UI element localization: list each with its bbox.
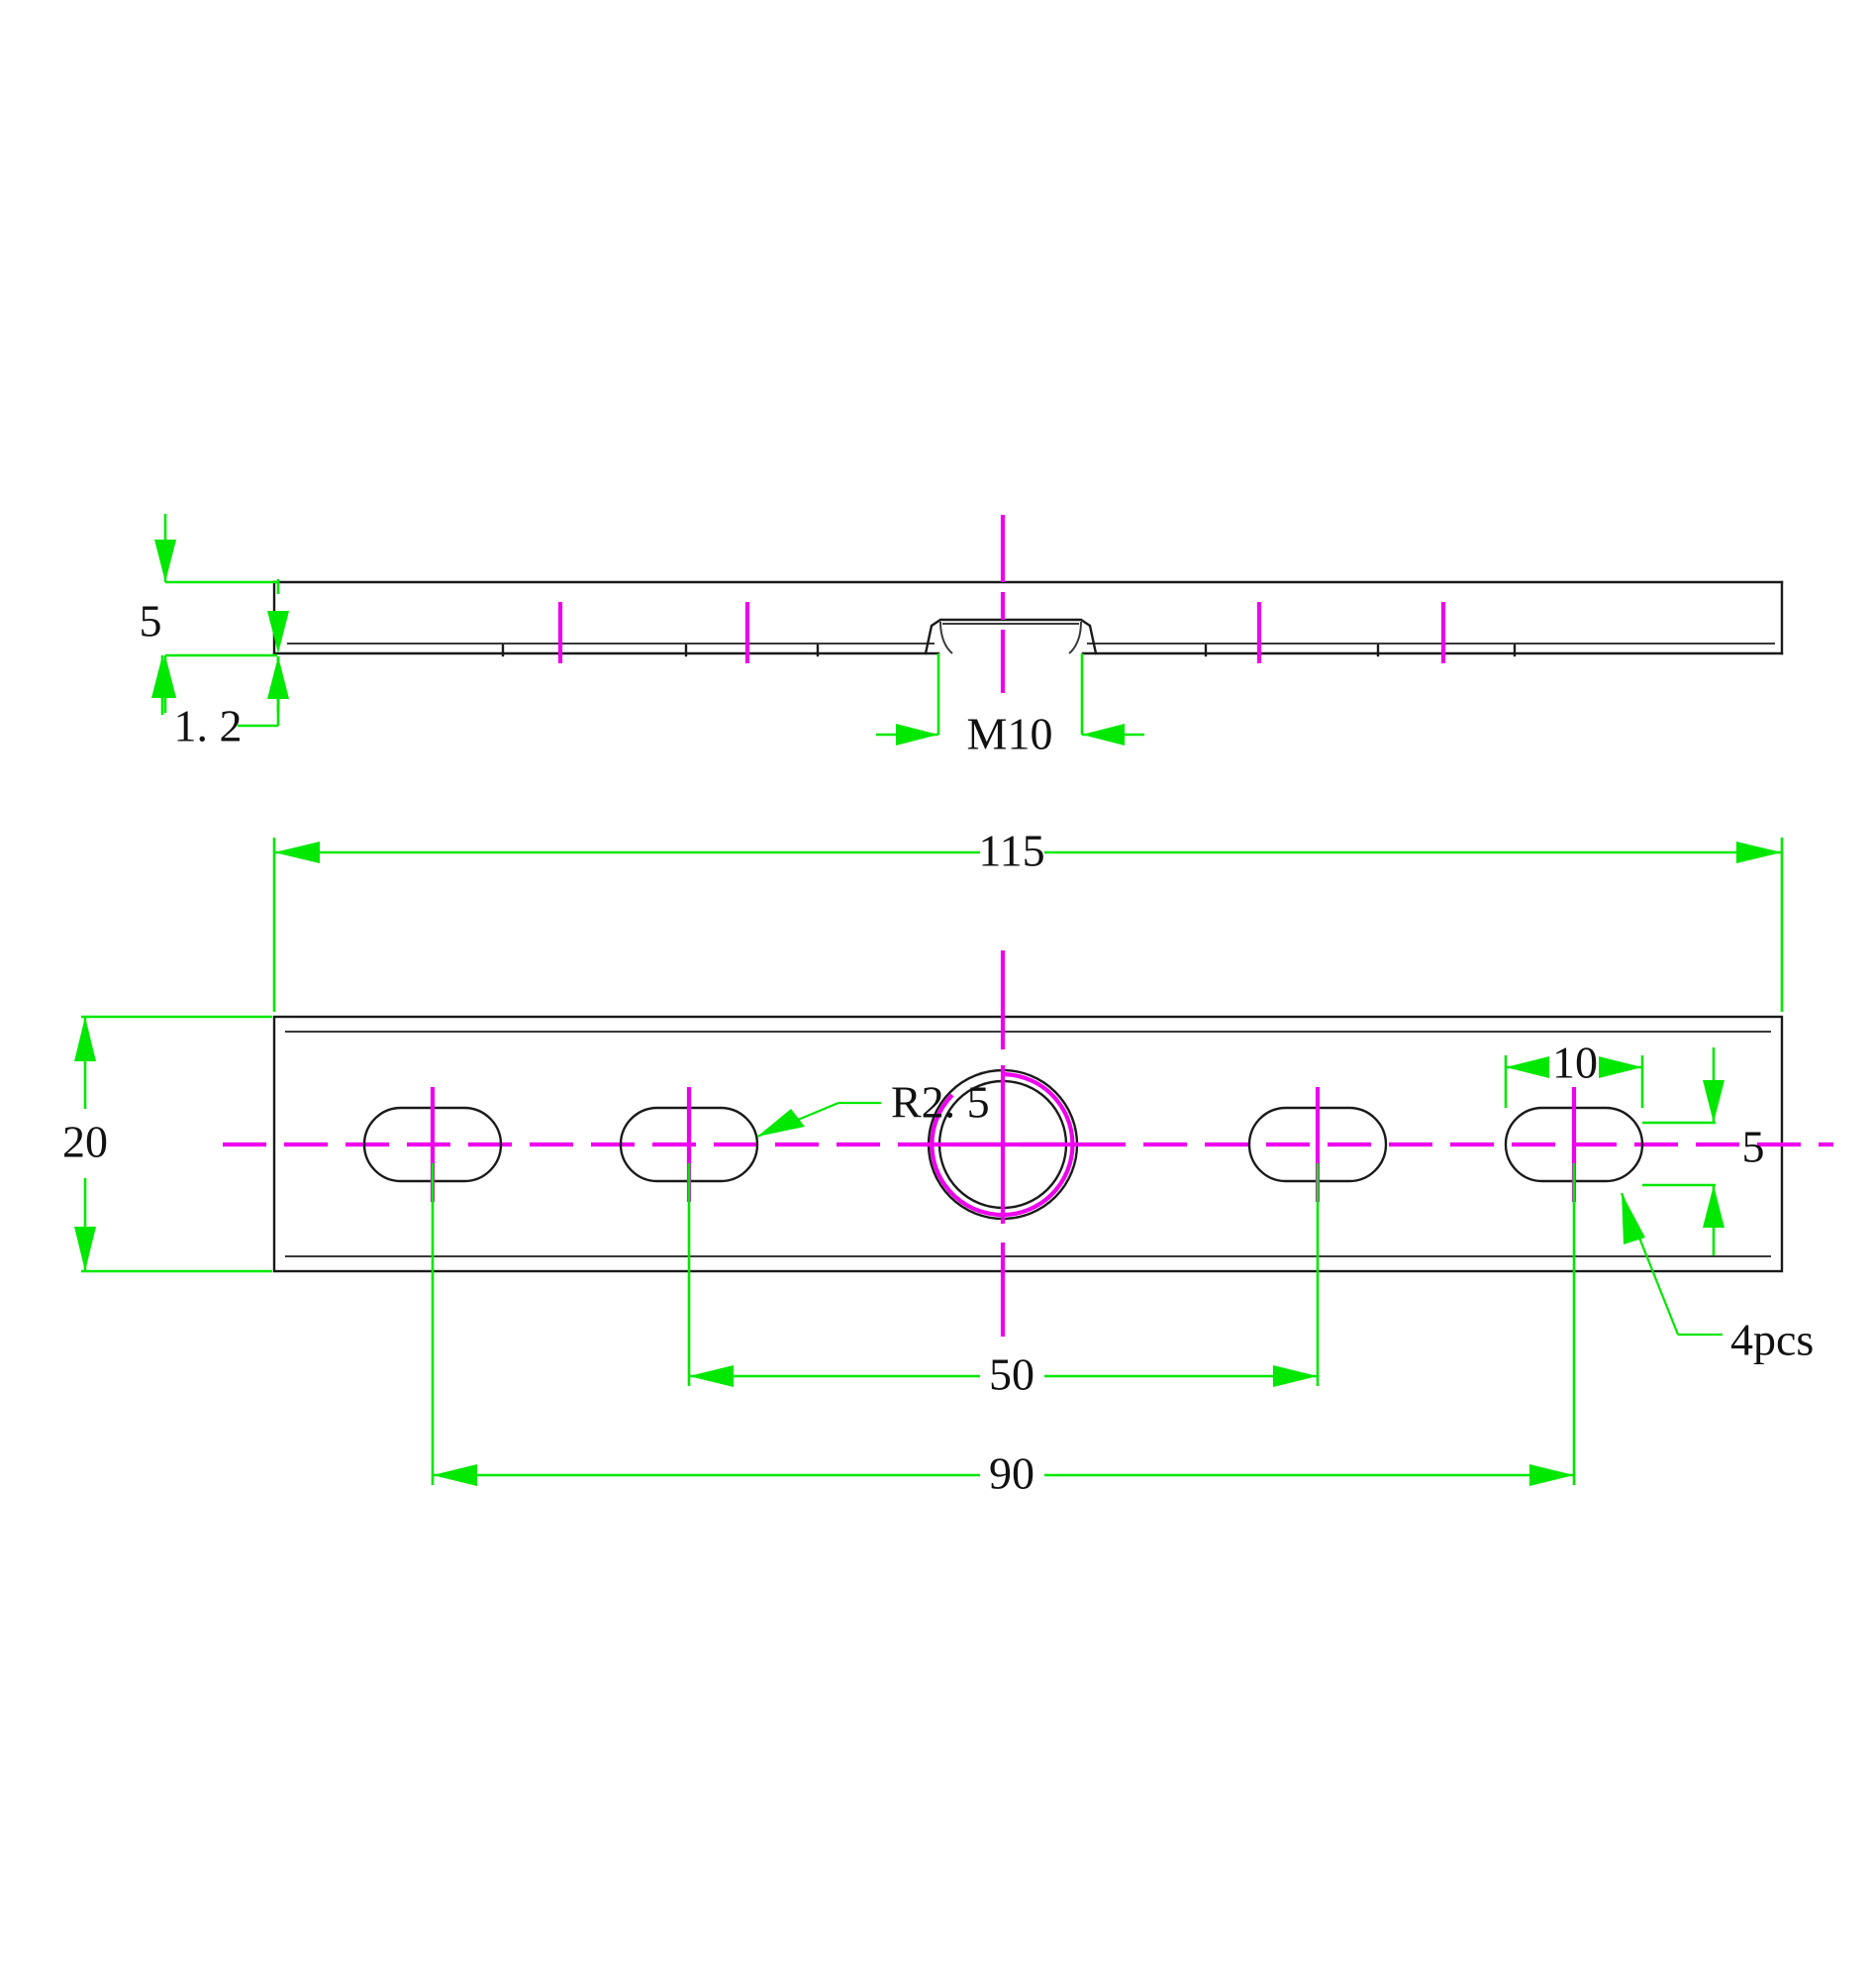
dim-90-arrow-right bbox=[1529, 1464, 1574, 1486]
dim-50-arrow-right bbox=[1273, 1365, 1318, 1387]
side-view-boss-fillet-left bbox=[939, 621, 953, 654]
dim-90-arrow-left bbox=[433, 1464, 477, 1486]
dimension-thickness-material: 1. 2 bbox=[151, 579, 289, 751]
dim-label-outer-pitch: 90 bbox=[989, 1448, 1034, 1499]
dimension-slot-length: 10 bbox=[1504, 1038, 1644, 1108]
dim-label-inner-pitch: 50 bbox=[989, 1349, 1034, 1400]
side-view-boss-profile bbox=[924, 618, 1098, 655]
radius-leader-arrow bbox=[757, 1109, 805, 1137]
dim-label-thickness-overall: 5 bbox=[140, 596, 162, 646]
dimension-overall-width: 20 bbox=[62, 1015, 272, 1273]
qty-leader-arrow bbox=[1622, 1193, 1645, 1244]
dim-20-arrow-bottom bbox=[74, 1227, 96, 1271]
center-hole-thread-arc bbox=[930, 1071, 1075, 1218]
dimension-thread-m10: M10 bbox=[876, 653, 1144, 759]
callout-slot-quantity: 4pcs bbox=[1620, 1192, 1814, 1365]
dim-label-slot-quantity: 4pcs bbox=[1730, 1315, 1814, 1365]
dim-20-arrow-top bbox=[74, 1017, 96, 1061]
center-threaded-hole bbox=[924, 1065, 1082, 1224]
side-view-boss-fillet-right bbox=[1068, 621, 1082, 654]
dim-label-overall-length: 115 bbox=[978, 826, 1044, 876]
dimension-slot-width: 5 bbox=[1642, 1047, 1765, 1255]
dim-12-arrow-up1 bbox=[151, 655, 173, 698]
dimension-overall-length: 115 bbox=[272, 826, 1784, 1012]
plan-top-view: 115 20 R2. 5 10 bbox=[62, 826, 1833, 1499]
dim-label-thread-m10: M10 bbox=[967, 709, 1053, 759]
dim-10-arrow-right bbox=[1599, 1056, 1642, 1078]
dim-5w-arrow-bottom bbox=[1703, 1185, 1724, 1228]
dimension-outer-pitch: 90 bbox=[431, 1163, 1576, 1499]
dim-12-arrow-down bbox=[267, 611, 289, 653]
dim-50-arrow-left bbox=[689, 1365, 734, 1387]
callout-corner-radius: R2. 5 bbox=[756, 1077, 990, 1139]
dim-m10-arrow-right bbox=[1082, 724, 1125, 746]
dim-label-slot-length: 10 bbox=[1552, 1038, 1598, 1088]
dim-label-thickness-material: 1. 2 bbox=[174, 701, 243, 751]
dim-label-slot-width: 5 bbox=[1742, 1122, 1765, 1172]
dim-10-arrow-left bbox=[1506, 1056, 1549, 1078]
dim-m10-arrow-left bbox=[896, 724, 938, 746]
dimension-inner-pitch: 50 bbox=[687, 1163, 1320, 1400]
dim-115-arrow-left bbox=[274, 842, 320, 863]
dim-5-arrow-upper bbox=[154, 540, 176, 582]
side-elevation-view: 5 1. 2 M10 bbox=[140, 514, 1784, 759]
dim-label-overall-width: 20 bbox=[62, 1117, 108, 1167]
dim-5w-arrow-top bbox=[1703, 1080, 1724, 1123]
dim-label-corner-radius: R2. 5 bbox=[891, 1077, 990, 1128]
dim-115-arrow-right bbox=[1736, 842, 1782, 863]
